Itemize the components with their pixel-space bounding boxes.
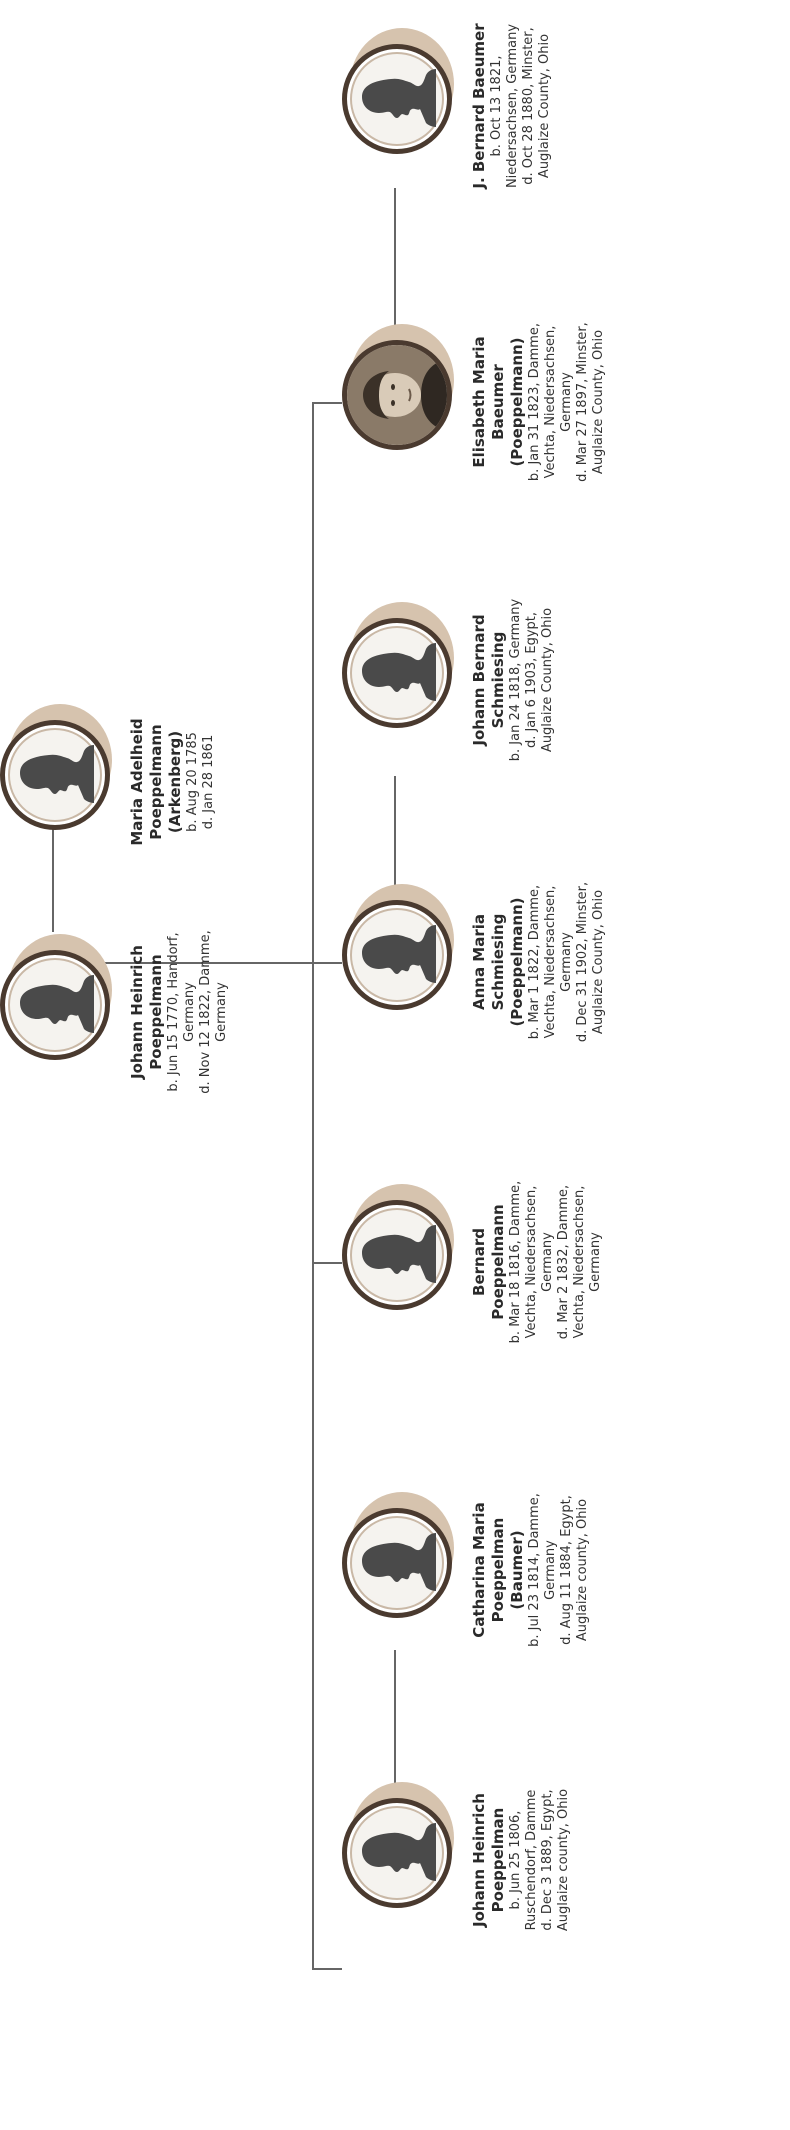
portrait-frame <box>342 1184 462 1310</box>
person-name-line: J. Bernard Baeumer <box>470 23 488 189</box>
silhouette-icon <box>20 975 94 1033</box>
portrait-frame <box>0 934 120 1060</box>
child3-branch-line <box>312 962 342 964</box>
person-detail-line: Niedersachsen, Germany <box>505 23 520 189</box>
child3-spouse-line <box>394 776 396 932</box>
portrait-frame <box>342 324 462 450</box>
silhouette-icon <box>362 69 436 127</box>
person-detail-line: b. Aug 20 1785 <box>185 732 200 832</box>
portrait <box>342 1508 452 1618</box>
child1-spouse-line <box>394 1650 396 1820</box>
child4-branch-line <box>312 402 342 404</box>
portrait-frame <box>342 884 462 1010</box>
children-bus-line <box>312 402 314 1970</box>
portrait-frame <box>0 704 120 830</box>
parents-link-line <box>52 762 54 932</box>
portrait-frame <box>342 602 462 728</box>
portrait-frame <box>342 1492 462 1618</box>
portrait <box>342 340 452 450</box>
portrait <box>0 720 110 830</box>
child4-spouse-line <box>394 188 396 338</box>
child1-branch-line <box>312 1968 342 1970</box>
portrait <box>0 950 110 1060</box>
portrait <box>342 1798 452 1908</box>
silhouette-icon <box>362 925 436 983</box>
portrait <box>342 618 452 728</box>
portrait-photo <box>347 345 447 445</box>
person-detail-line: Auglaize County, Ohio <box>537 33 552 179</box>
portrait <box>342 900 452 1010</box>
portrait <box>342 1200 452 1310</box>
silhouette-icon <box>362 1823 436 1881</box>
person-detail-line: d. Oct 28 1880, Minster, <box>521 27 536 185</box>
portrait-frame <box>342 1782 462 1908</box>
person-detail-line: b. Oct 13 1821, <box>489 55 504 157</box>
silhouette-icon <box>362 1533 436 1591</box>
person-name-line: (Arkenberg) <box>166 730 184 834</box>
silhouette-icon <box>362 1225 436 1283</box>
person-detail-line: d. Jan 28 1861 <box>201 734 216 830</box>
child2-branch-line <box>312 1262 342 1264</box>
person-name-line: Maria Adelheid <box>128 718 146 846</box>
portrait <box>342 44 452 154</box>
person-name-line: Poeppelmann <box>147 724 165 840</box>
silhouette-icon <box>362 643 436 701</box>
portrait-frame <box>342 28 462 154</box>
parents-to-children-line <box>52 962 314 964</box>
silhouette-icon <box>20 745 94 803</box>
